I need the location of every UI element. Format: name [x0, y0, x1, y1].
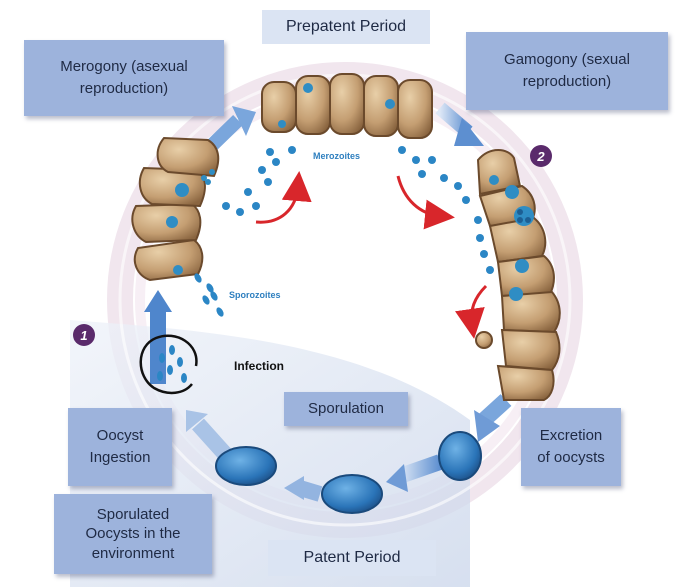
sporulated-oocysts-box: Sporulated Oocysts in the environment — [54, 494, 212, 574]
oocyst — [438, 431, 482, 481]
merogony-cells — [131, 136, 220, 282]
prepatent-period-label: Prepatent Period — [262, 10, 430, 44]
oocyst — [215, 446, 277, 486]
red-arrows — [255, 171, 488, 339]
svg-text:1: 1 — [80, 328, 87, 343]
merozoites-label: Merozoites — [313, 151, 360, 161]
oocyst — [321, 474, 383, 514]
merogony-box: Merogony (asexual reproduction) — [24, 40, 224, 116]
infection-label: Infection — [234, 359, 284, 373]
gamogony-box: Gamogony (sexual reproduction) — [466, 32, 668, 110]
oocyst-ingestion-box: Oocyst Ingestion — [68, 408, 172, 486]
infection-swirl-icon — [139, 334, 198, 395]
sporozoites-label: Sporozoites — [229, 290, 281, 300]
marker-1: 1 — [73, 324, 95, 346]
svg-text:2: 2 — [536, 149, 545, 164]
gamogony-cells — [476, 149, 561, 401]
cycle-arrows — [144, 102, 512, 502]
sporozoite-dots — [194, 273, 224, 317]
released-gamete — [475, 331, 493, 349]
marker-2: 2 — [530, 145, 552, 167]
patent-period-label: Patent Period — [268, 540, 436, 576]
prepatent-cells — [261, 73, 433, 139]
merozoite-dots — [222, 146, 494, 274]
sporulation-box: Sporulation — [284, 392, 408, 426]
excretion-box: Excretion of oocysts — [521, 408, 621, 486]
oocysts — [215, 431, 482, 514]
